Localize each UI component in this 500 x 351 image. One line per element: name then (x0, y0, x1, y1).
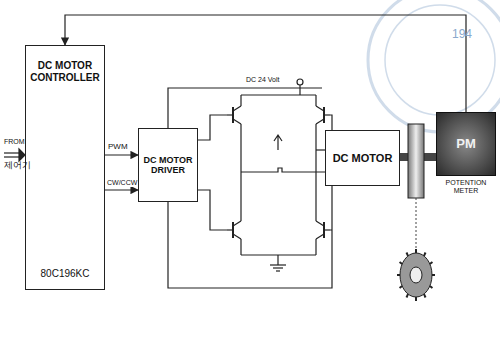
motor-box: DC MOTOR (325, 130, 400, 186)
potentiometer: PM POTENTION METER (436, 112, 496, 208)
signal-label: 제어기 (4, 161, 31, 171)
box-title: DC MOTOR (333, 152, 393, 165)
box-title: DC MOTOR CONTROLLER (30, 60, 100, 83)
watermark-text: 194 (452, 28, 472, 41)
supply-label: DC 24 Volt (246, 76, 279, 84)
chip-name: 80C196KC (41, 268, 90, 280)
driver-box: DC MOTOR DRIVER (138, 128, 198, 202)
signal-label: FROM (4, 138, 25, 146)
signal-connector (105, 154, 138, 155)
box-title: DC MOTOR DRIVER (143, 155, 193, 176)
signal-label: CW/CCW (107, 179, 137, 187)
signal-connector (105, 189, 138, 190)
signal-label: PWM (108, 143, 128, 152)
encoder-gear (397, 249, 435, 301)
part-label: POTENTION METER (436, 179, 496, 195)
controller-box: DC MOTOR CONTROLLER 80C196KC (25, 45, 105, 290)
potentiometer-body: PM (436, 112, 496, 176)
potentiometer-mark: PM (456, 137, 476, 152)
shaft-coupling (400, 124, 438, 250)
signal-connector (65, 15, 466, 112)
input-arrow (4, 149, 25, 161)
